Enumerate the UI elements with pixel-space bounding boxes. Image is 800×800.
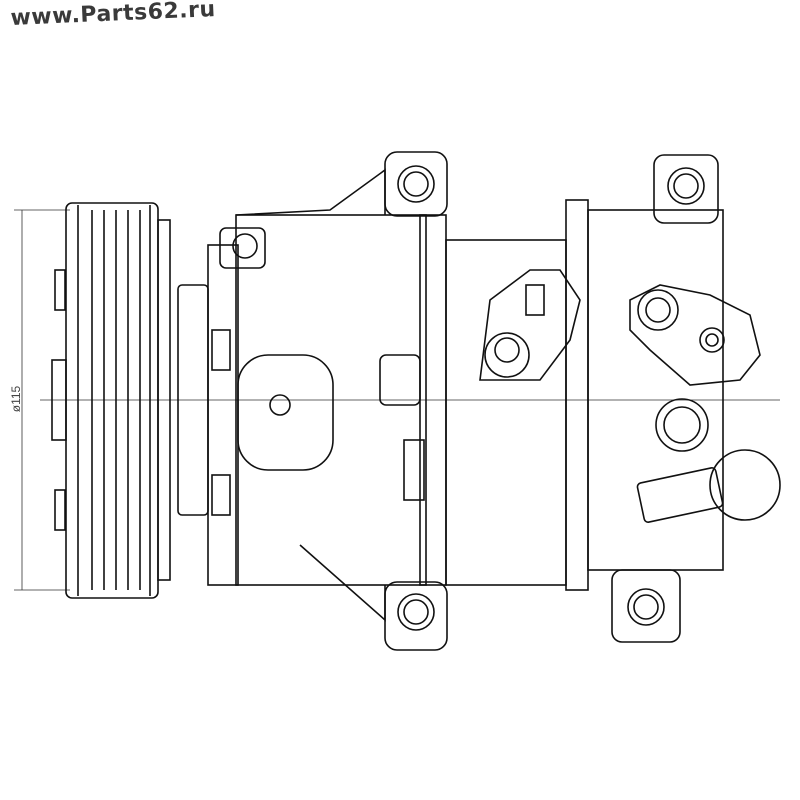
pulley — [51, 202, 171, 599]
fittings — [479, 269, 781, 523]
front-housing — [177, 168, 427, 622]
cylinder-body — [379, 199, 724, 591]
mounting-ears — [384, 151, 719, 651]
dimension-line — [14, 209, 780, 591]
